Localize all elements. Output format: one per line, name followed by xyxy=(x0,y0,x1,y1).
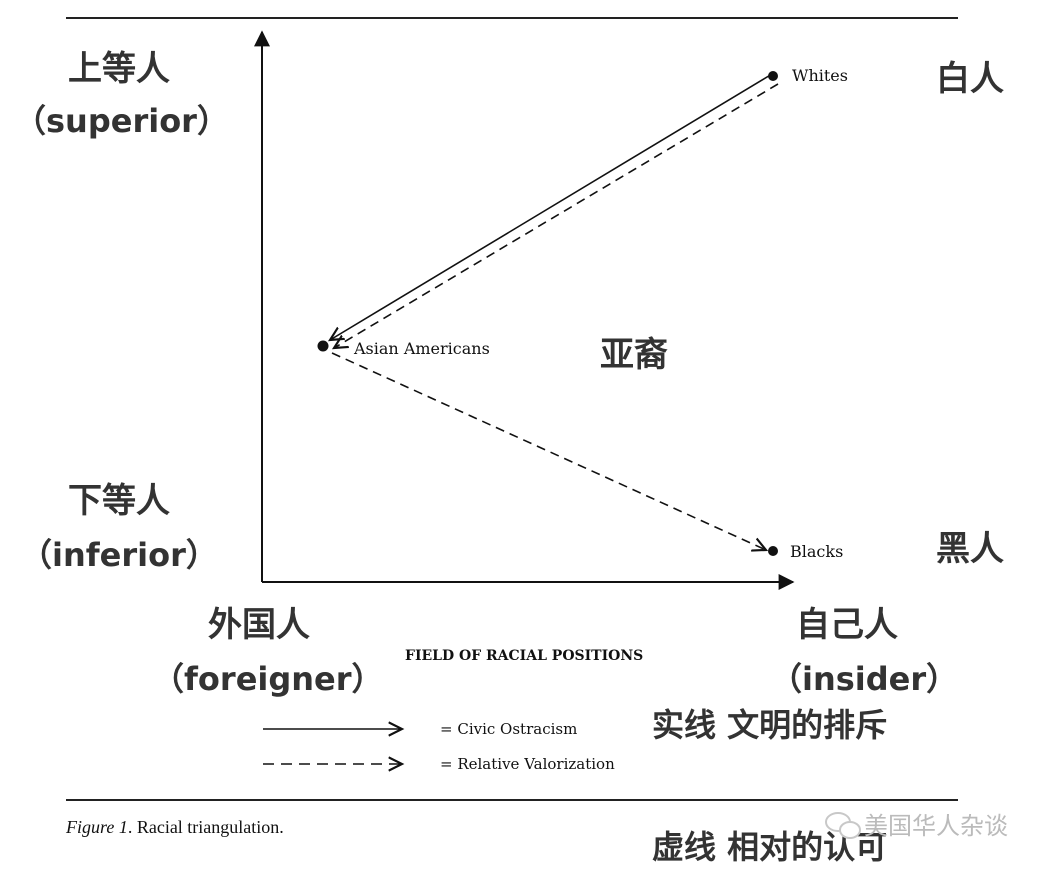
solid-line-note: 实线 文明的排斥 xyxy=(652,706,887,744)
axis-label: FIELD OF RACIAL POSITIONS xyxy=(405,648,643,664)
civic-ostracism-arrow xyxy=(330,73,773,340)
whites-node xyxy=(768,71,778,81)
foreigner-en: （foreigner） xyxy=(152,660,384,698)
inferior-cn: 下等人 xyxy=(68,481,170,521)
caption-italic: Figure 1 xyxy=(65,817,128,837)
whites-cn: 白人 xyxy=(936,59,1004,99)
foreigner-cn: 外国人 xyxy=(208,605,310,645)
asian-node xyxy=(317,340,329,352)
insider-en: （insider） xyxy=(770,660,958,698)
asian-cn: 亚裔 xyxy=(600,335,668,375)
valorization-arrow-lower xyxy=(331,352,766,550)
whites-label: Whites xyxy=(792,66,848,85)
caption-text: . Racial triangulation. xyxy=(128,817,284,837)
blacks-cn: 黑人 xyxy=(936,529,1004,569)
figure-caption: Figure 1. Racial triangulation. xyxy=(65,817,284,837)
legend-solid-label: = Civic Ostracism xyxy=(440,720,577,738)
blacks-node xyxy=(768,546,778,556)
wechat-icon xyxy=(825,812,861,839)
superior-en: （superior） xyxy=(14,102,229,140)
legend-dashed-label: = Relative Valorization xyxy=(440,755,615,773)
inferior-en: （inferior） xyxy=(20,536,218,574)
asian-label: Asian Americans xyxy=(353,339,490,358)
insider-cn: 自己人 xyxy=(796,605,898,645)
valorization-arrow-upper xyxy=(334,83,779,348)
blacks-label: Blacks xyxy=(790,542,843,561)
watermark-text: 美国华人杂谈 xyxy=(864,812,1008,840)
superior-cn: 上等人 xyxy=(68,49,170,89)
